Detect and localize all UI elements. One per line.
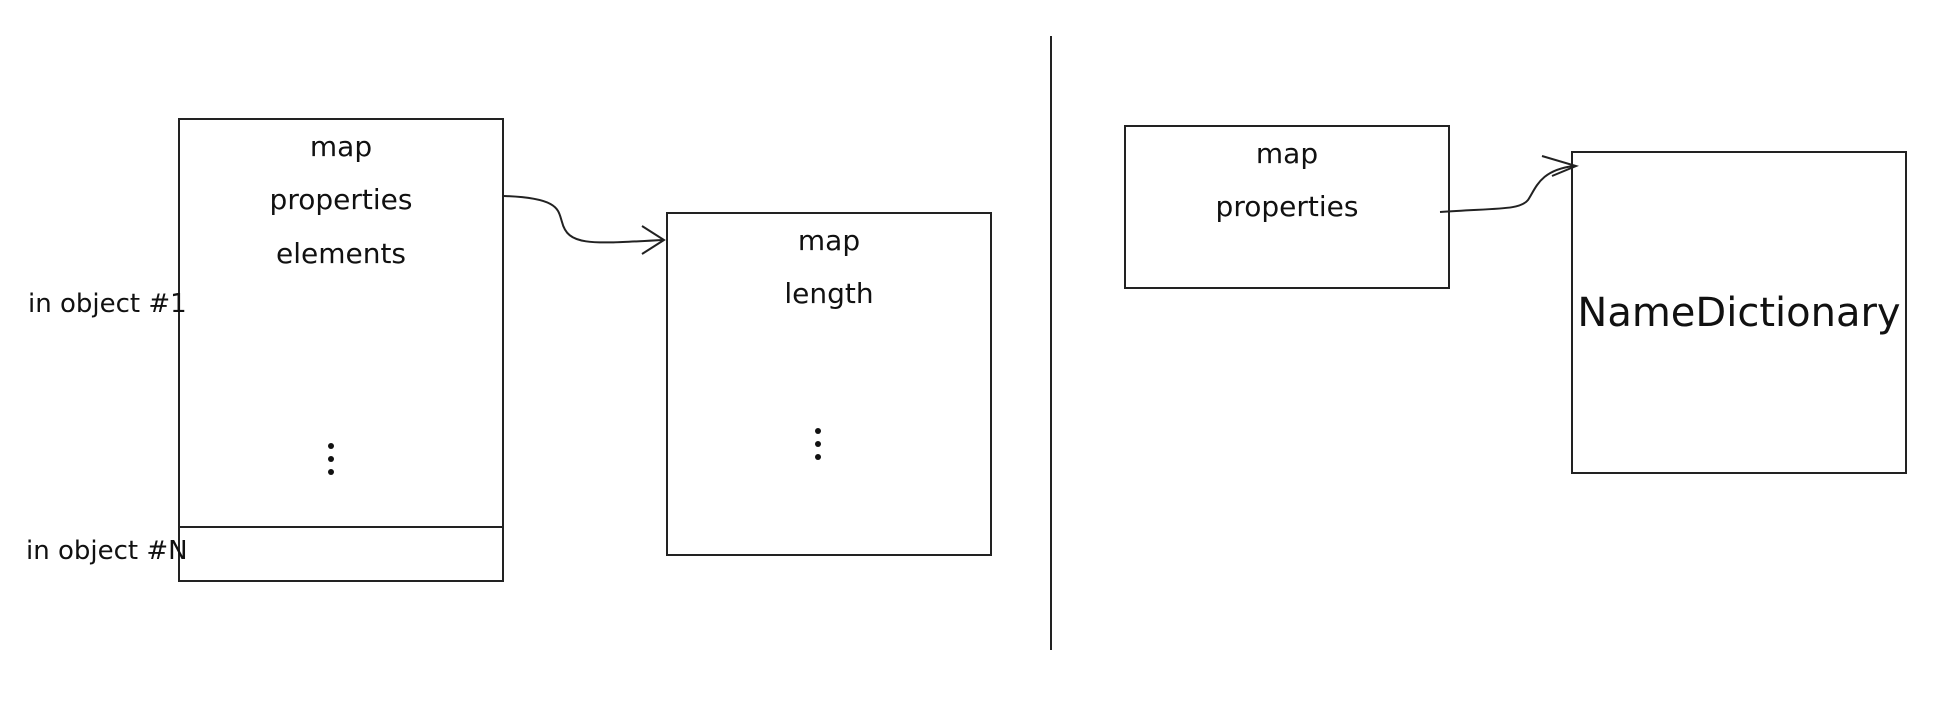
object-properties-label: properties [269, 182, 413, 216]
dict-object-slot [1124, 233, 1450, 289]
array-map-slot: map [666, 212, 992, 268]
array-ellipsis-region [666, 374, 992, 556]
properties-pointer-arrow [503, 195, 663, 244]
arrowhead-icon [1541, 155, 1579, 177]
vertical-ellipsis-icon [815, 428, 821, 467]
object-properties-slot: properties [178, 172, 504, 228]
array-map-label: map [797, 223, 861, 257]
object-map-label: map [309, 129, 373, 163]
object-elements-slot: elements [178, 226, 504, 282]
name-dictionary-box: NameDictionary [1571, 151, 1907, 474]
inobject-last-label: in object #N [26, 536, 188, 566]
array-slot-1 [666, 320, 992, 376]
inobject-ellipsis-region [178, 388, 504, 528]
arrowhead-icon [641, 225, 666, 255]
name-dictionary-label: NameDictionary [1577, 289, 1901, 336]
inobject-slot-n [178, 526, 504, 582]
inobject-first-label: in object #1 [28, 289, 187, 319]
vertical-ellipsis-icon [328, 443, 334, 482]
dict-object-map-label: map [1255, 136, 1319, 170]
object-elements-label: elements [275, 236, 407, 270]
dict-object-map-slot: map [1124, 125, 1450, 181]
dict-object-properties-slot: properties [1124, 179, 1450, 235]
object-map-slot: map [178, 118, 504, 174]
array-length-label: length [784, 276, 874, 310]
dict-object-properties-label: properties [1215, 189, 1359, 223]
dictionary-pointer-arrow [1439, 165, 1575, 213]
